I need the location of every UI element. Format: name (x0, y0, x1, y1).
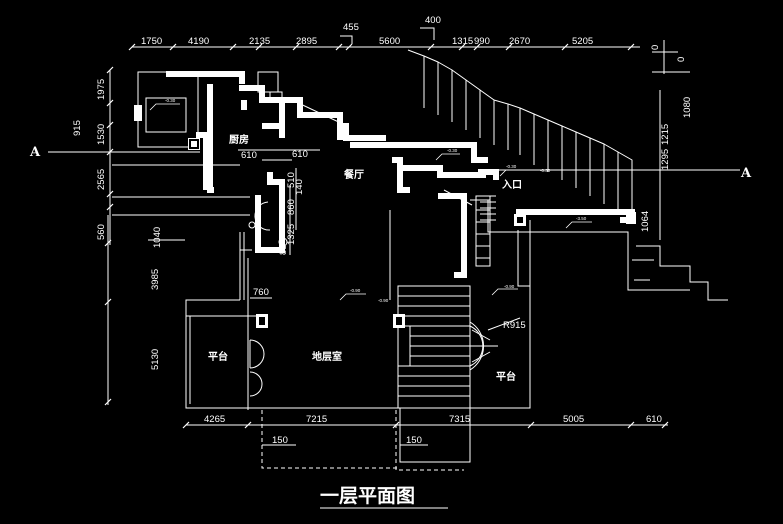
interior-walls (239, 195, 491, 410)
dim-right-3: 1295 (660, 149, 671, 170)
dim-bottom-3: 7315 (449, 414, 470, 425)
dim-top-9: 990 (474, 36, 490, 47)
dim-inner-1: 610 (241, 150, 257, 161)
level-basement: -0.90 (350, 288, 361, 293)
curved-wall (248, 172, 288, 253)
dim-right-4: 1064 (640, 211, 651, 232)
level-stair: -0.90 (378, 298, 389, 303)
drawing-title: 一层平面图 (320, 485, 415, 507)
stair-upper (480, 195, 496, 221)
top-dimension-chain: 1750 4190 2135 2895 455 5600 400 1315 99… (128, 15, 690, 74)
dim-bottom-4: 5005 (563, 414, 584, 425)
dim-top-8: 1315 (452, 36, 473, 47)
room-label-dining: 餐厅 (343, 168, 364, 181)
dim-left-7: 3985 (150, 269, 161, 290)
bottom-dimension-chain: 4265 7215 7315 5005 610 150 150 (182, 414, 669, 446)
dim-left-5: 560 (96, 224, 107, 240)
terrace-steps (407, 49, 633, 212)
dim-inner-4: 860 (286, 199, 297, 215)
dim-top-11: 5205 (572, 36, 593, 47)
dim-bottom-2: 7215 (306, 414, 327, 425)
room-label-kitchen: 厨房 (229, 133, 249, 146)
dim-top-5: 455 (343, 22, 359, 33)
dim-inner-2: 610 (292, 149, 308, 160)
level-terrace-2: -0.30 (540, 168, 551, 173)
dim-top-2: 4190 (188, 36, 209, 47)
dim-top-4: 2895 (296, 36, 317, 47)
section-mark-left: A (29, 145, 41, 160)
dim-bottom-5: 610 (646, 414, 662, 425)
inner-dimensions: 610 610 510 860 1325 140 85 760 R915 (238, 149, 526, 331)
dim-inner-7: 85 (278, 244, 289, 255)
dim-right-1: 1080 (682, 97, 693, 118)
lower-level-outline (185, 200, 728, 471)
level-markers (149, 103, 592, 301)
level-kitchen: -0.30 (165, 98, 176, 103)
section-mark-right: A (740, 166, 752, 181)
dim-left-3: 1530 (96, 124, 107, 145)
dim-top-12: 0 (650, 45, 661, 50)
level-dining-1: -0.30 (447, 148, 458, 153)
columns (256, 212, 636, 328)
room-label-basement: 地层室 (312, 350, 342, 363)
left-dimension-chain: 1975 915 1530 2565 560 1040 3985 5130 (72, 66, 250, 406)
dim-top-13: 0 (676, 57, 687, 62)
dim-top-3: 2135 (249, 36, 270, 47)
room-label-platform-right: 平台 (496, 370, 516, 383)
dim-inner-5: 1325 (286, 224, 297, 245)
double-door (249, 339, 265, 397)
room-label-platform-left: 平台 (208, 350, 228, 363)
right-dimension-chain: 1080 1215 1295 1064 (640, 90, 693, 240)
dim-left-8: 5130 (150, 349, 161, 370)
dim-left-4: 2565 (96, 169, 107, 190)
dim-left-1: 1975 (96, 79, 107, 100)
dim-inner-6: 140 (294, 179, 305, 195)
dim-right-2: 1215 (660, 124, 671, 145)
section-line-a: A A (29, 145, 752, 181)
level-platform: -0.90 (504, 284, 515, 289)
dim-top-10: 2670 (509, 36, 530, 47)
dim-inner-9: R915 (503, 320, 526, 331)
dim-bottom-7: 150 (406, 435, 422, 446)
dim-top-1: 1750 (141, 36, 162, 47)
dim-left-2: 915 (72, 120, 83, 136)
dim-top-7: 400 (425, 15, 441, 26)
exterior-walls (279, 97, 635, 278)
stair-lower (397, 285, 498, 409)
dim-left-6: 1040 (152, 227, 163, 248)
dim-top-6: 5600 (379, 36, 400, 47)
room-label-entrance: 入口 (502, 179, 522, 191)
dim-bottom-1: 4265 (204, 414, 225, 425)
dim-inner-8: 760 (253, 287, 269, 298)
kitchen-block (134, 71, 285, 193)
dim-inner-3: 510 (286, 172, 297, 188)
level-terrace: -3.50 (576, 216, 587, 221)
dim-bottom-6: 150 (272, 435, 288, 446)
level-entrance: -0.30 (506, 164, 517, 169)
